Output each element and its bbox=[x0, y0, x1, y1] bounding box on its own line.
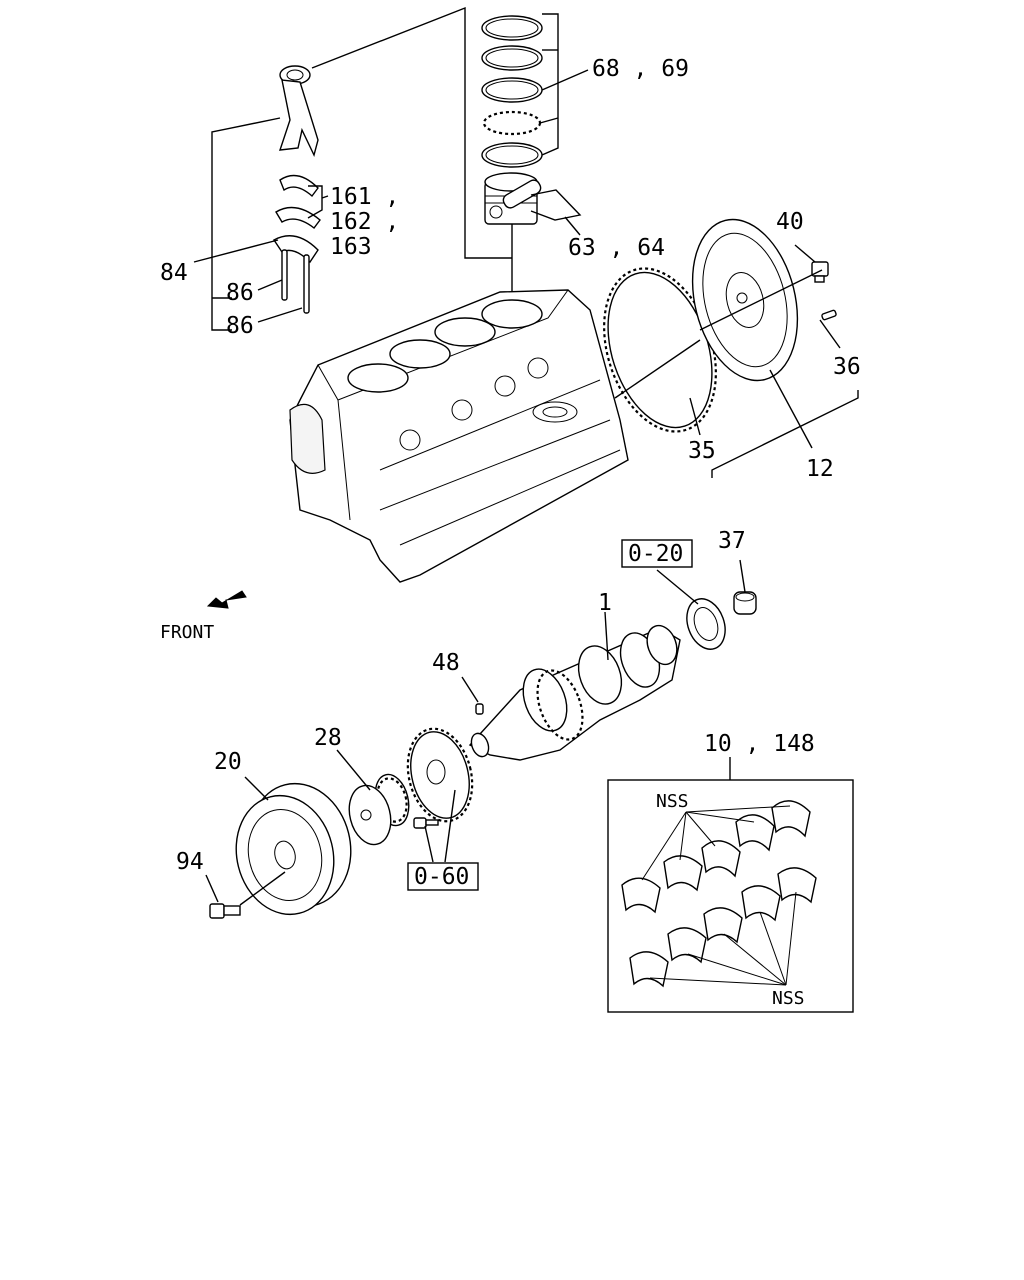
flywheel-bolt bbox=[811, 261, 829, 283]
piston-rings-group bbox=[481, 15, 543, 168]
sensor-plate-bolt bbox=[413, 817, 439, 829]
label-bearing-163: 163 bbox=[330, 234, 372, 260]
connecting-rod bbox=[278, 65, 319, 158]
rod-bolts bbox=[281, 249, 310, 314]
label-nss-bottom: NSS bbox=[772, 988, 805, 1009]
sensor-plate-label-box bbox=[407, 862, 479, 891]
main-bearing-set-box bbox=[607, 757, 854, 1013]
label-flywheel-bolt: 40 bbox=[776, 209, 804, 235]
label-rod-cap: 84 bbox=[160, 260, 188, 286]
crankshaft bbox=[468, 624, 681, 761]
label-front: FRONT bbox=[160, 622, 214, 643]
timing-pulley bbox=[348, 773, 410, 846]
label-crank-pulley: 20 bbox=[214, 749, 242, 775]
label-bearing-161: 161 , bbox=[330, 184, 399, 210]
label-rod-bolt-a: 86 bbox=[226, 280, 254, 306]
label-pulley-bolt: 94 bbox=[176, 849, 204, 875]
piston-pin bbox=[502, 179, 542, 209]
label-nss-top: NSS bbox=[656, 791, 689, 812]
pilot-bearing bbox=[733, 591, 757, 615]
pulley-bolt bbox=[209, 903, 241, 919]
label-main-bearing-set: 10 , 148 bbox=[704, 731, 815, 757]
rod-bearing-shells bbox=[275, 174, 321, 229]
woodruff-key bbox=[475, 703, 484, 715]
rod-cap bbox=[272, 235, 319, 264]
sensor-plate-gear bbox=[406, 727, 474, 823]
label-piston-rings: 68 , 69 bbox=[592, 56, 689, 82]
label-flywheel: 12 bbox=[806, 456, 834, 482]
front-arrow-icon bbox=[206, 590, 247, 609]
flywheel bbox=[691, 218, 799, 382]
oil-seal-label-box bbox=[621, 539, 693, 568]
label-key: 48 bbox=[432, 650, 460, 676]
crank-pulley bbox=[235, 782, 352, 916]
rear-oil-seal bbox=[686, 598, 726, 650]
cylinder-block bbox=[289, 289, 629, 583]
label-oil-seal: 0-20 bbox=[628, 541, 683, 567]
ring-gear bbox=[603, 267, 717, 433]
label-sensor-plate: 0-60 bbox=[414, 864, 469, 890]
label-pilot-bearing: 37 bbox=[718, 528, 746, 554]
label-crankshaft: 1 bbox=[598, 590, 612, 616]
label-bearing-162: 162 , bbox=[330, 209, 399, 235]
label-dowel: 36 bbox=[833, 354, 861, 380]
dowel-pin bbox=[821, 309, 837, 321]
label-ring-gear: 35 bbox=[688, 438, 716, 464]
label-timing-pulley: 28 bbox=[314, 725, 342, 751]
label-rod-bolt-b: 86 bbox=[226, 313, 254, 339]
label-piston-pin: 63 , 64 bbox=[568, 235, 665, 261]
